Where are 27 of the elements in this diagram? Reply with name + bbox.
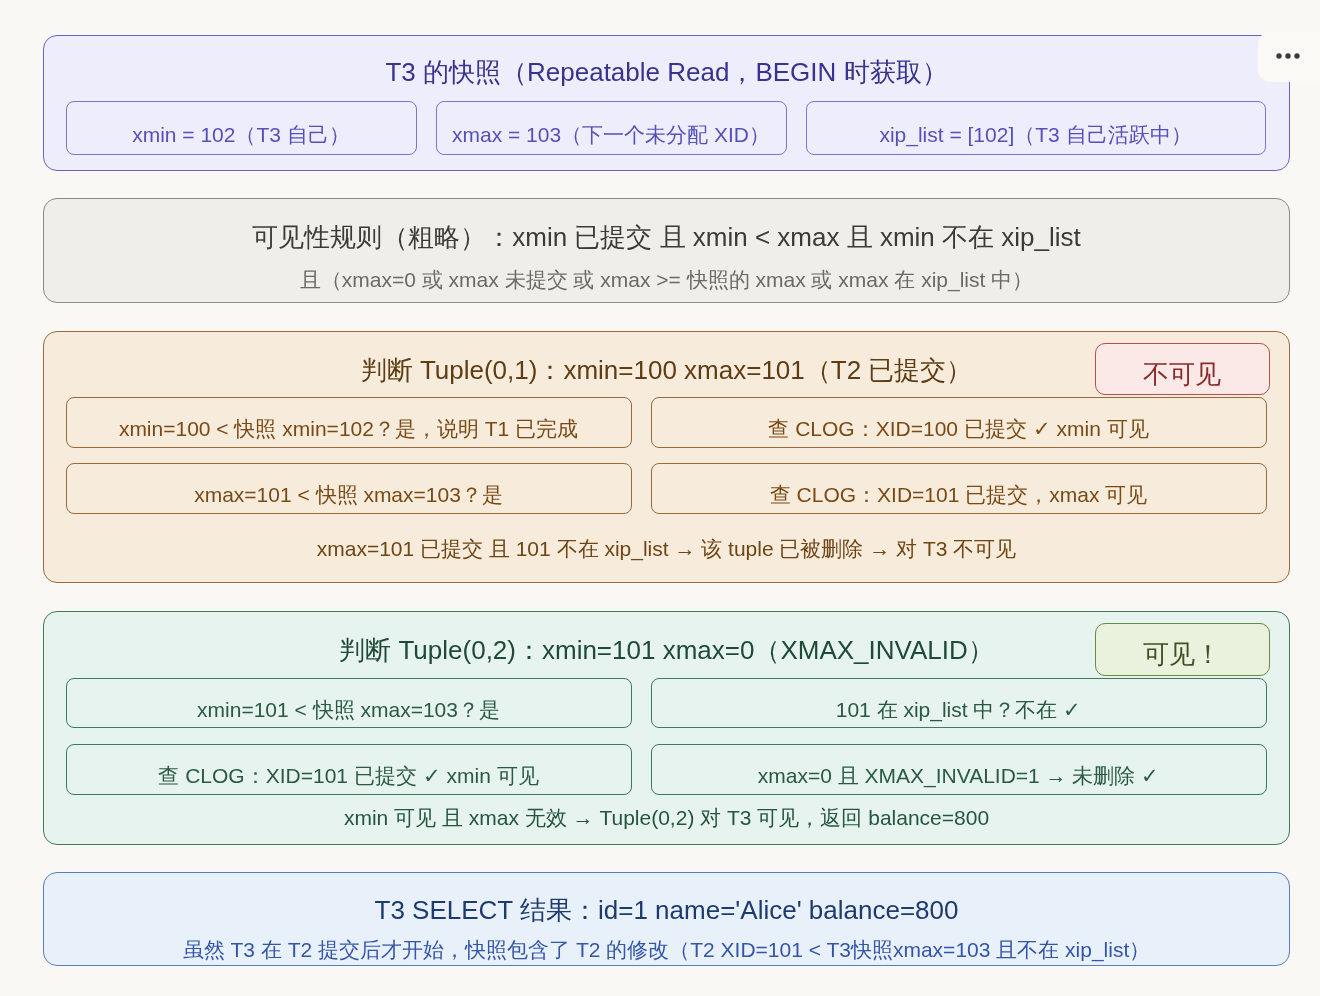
section-panel [43,331,1290,583]
check-box: 查 CLOG：XID=101 已提交 ✓ xmin 可见 [65,743,632,795]
section-panel [43,35,1290,171]
panel-title: T3 的快照（Repeatable Read，BEGIN 时获取） [385,56,948,89]
value-box: xmin = 102（T3 自己） [65,100,417,155]
value-box: xmax = 103（下一个未分配 XID） [435,100,787,155]
panel-note: 虽然 T3 在 T2 提交后才开始，快照包含了 T2 的修改（T2 XID=101 < T3快照xmax=103 且不在 xip_list） [182,936,1151,963]
section-panel [43,611,1290,845]
rule-panel [43,198,1290,303]
panel-title: T3 SELECT 结果：id=1 name='Alice' balance=800 [374,894,959,927]
status-tag: 可见！ [1094,622,1270,676]
check-box: xmin=100 < 快照 xmin=102？是，说明 T1 已完成 [65,396,632,448]
status-tag: 不可见 [1094,342,1270,395]
panel-note: xmin 可见 且 xmax 无效 → Tuple(0,2) 对 T3 可见，返回 balance=800 [343,804,990,831]
panel-title: 判断 Tuple(0,1)：xmin=100 xmax=101（T2 已提交） [360,354,973,387]
panel-title: 可见性规则（粗略）：xmin 已提交 且 xmin < xmax 且 xmin 不在 xip_list [252,221,1081,254]
result-panel [43,872,1290,966]
check-box: xmin=101 < 快照 xmax=103？是 [65,677,632,728]
panel-note: xmax=101 已提交 且 101 不在 xip_list → 该 tuple 已被删除 → 对 T3 不可见 [316,535,1017,562]
panel-title: 判断 Tuple(0,2)：xmin=101 xmax=0（XMAX_INVALID） [339,634,994,667]
check-box: 查 CLOG：XID=100 已提交 ✓ xmin 可见 [650,396,1267,448]
check-box: xmax=101 < 快照 xmax=103？是 [65,462,632,514]
value-box: xip_list = [102]（T3 自己活跃中） [805,100,1266,155]
check-box: 查 CLOG：XID=101 已提交，xmax 可见 [650,462,1267,514]
panel-note: 且（xmax=0 或 xmax 未提交 或 xmax >= 快照的 xmax 或 xmax 在 xip_list 中） [299,266,1034,293]
check-box: xmax=0 且 XMAX_INVALID=1 → 未删除 ✓ [650,743,1267,795]
check-box: 101 在 xip_list 中？不在 ✓ [650,677,1267,728]
